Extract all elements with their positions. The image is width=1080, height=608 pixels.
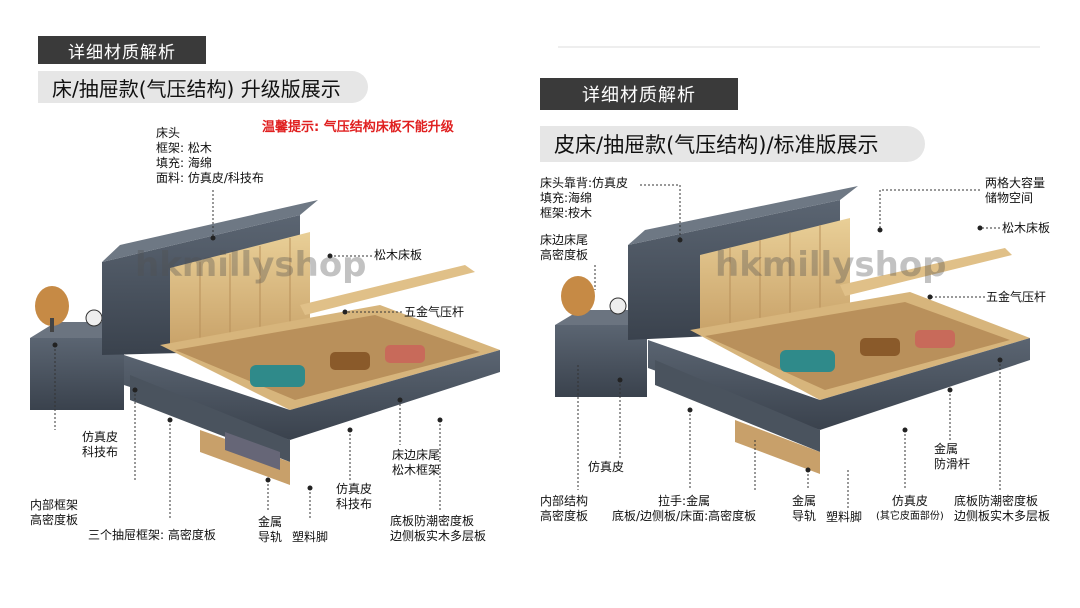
right-bed-illustration — [555, 186, 1030, 474]
left-lamp — [35, 286, 69, 326]
right-plastic-foot-label: 塑料脚 — [826, 510, 863, 524]
left-inner-frame-label: 内部框架高密度板 — [30, 498, 79, 527]
left-fabric-bottom-label: 仿真皮科技布 — [336, 482, 373, 511]
left-section-tag: 详细材质解析 — [38, 36, 206, 64]
right-leader-lines — [577, 184, 1003, 508]
right-storage-label: 两格大容量储物空间 — [985, 176, 1046, 205]
left-drawer-frame-label: 三个抽屉框架: 高密度板 — [88, 528, 216, 542]
left-headboard-label: 床头框架: 松木 填充: 海绵面料: 仿真皮/科技布 — [156, 126, 264, 185]
right-leather-other-label: 仿真皮(其它皮面部份) — [876, 494, 944, 522]
right-handle-label: 拉手:金属底板/边侧板/床面:高密度板 — [612, 494, 757, 523]
right-leather-label: 仿真皮 — [588, 460, 625, 474]
left-leader-lines — [52, 190, 443, 520]
left-base-frame — [124, 350, 500, 440]
left-bed-illustration — [30, 200, 500, 485]
right-metal-rail-label: 金属导轨 — [792, 494, 817, 523]
left-plastic-foot-label: 塑料脚 — [292, 530, 329, 544]
left-fabric-label: 仿真皮科技布 — [82, 430, 119, 459]
right-lamp — [561, 276, 595, 316]
left-watermark: hkmillyshop — [135, 245, 367, 285]
left-drawers — [130, 375, 290, 462]
left-base-board-label: 底板防潮密度板边侧板实木多层板 — [390, 514, 487, 543]
right-slats — [700, 218, 850, 330]
right-anti-slip-label: 金属防滑杆 — [934, 442, 971, 471]
right-headboard-label: 床头靠背:仿真皮填充:海绵框架:桉木 — [540, 176, 629, 220]
right-pine-slat-label: 松木床板 — [1002, 221, 1051, 235]
right-title: 皮床/抽屉款(气压结构)/标准版展示 — [540, 126, 925, 162]
right-side-label: 床边床尾高密度板 — [540, 233, 589, 262]
left-metal-rail-label: 金属导轨 — [258, 515, 283, 544]
left-warning: 温馨提示: 气压结构床板不能升级 — [262, 120, 454, 135]
right-base-board-label: 底板防潮密度板边侧板实木多层板 — [954, 494, 1051, 523]
left-gas-strut-label: 五金气压杆 — [404, 305, 465, 319]
right-inner-struct-label: 内部结构高密度板 — [540, 494, 589, 523]
left-pine-slat-label: 松木床板 — [374, 248, 423, 262]
left-title: 床/抽屉款(气压结构) 升级版展示 — [38, 71, 368, 103]
right-base-frame — [648, 338, 1030, 430]
left-slats — [170, 232, 310, 345]
right-drawers — [655, 360, 820, 452]
right-section-tag: 详细材质解析 — [540, 78, 738, 110]
right-gas-strut-label: 五金气压杆 — [986, 290, 1047, 304]
right-watermark: hkmillyshop — [715, 245, 947, 285]
left-side-frame-label: 床边床尾松木框架 — [392, 448, 441, 477]
